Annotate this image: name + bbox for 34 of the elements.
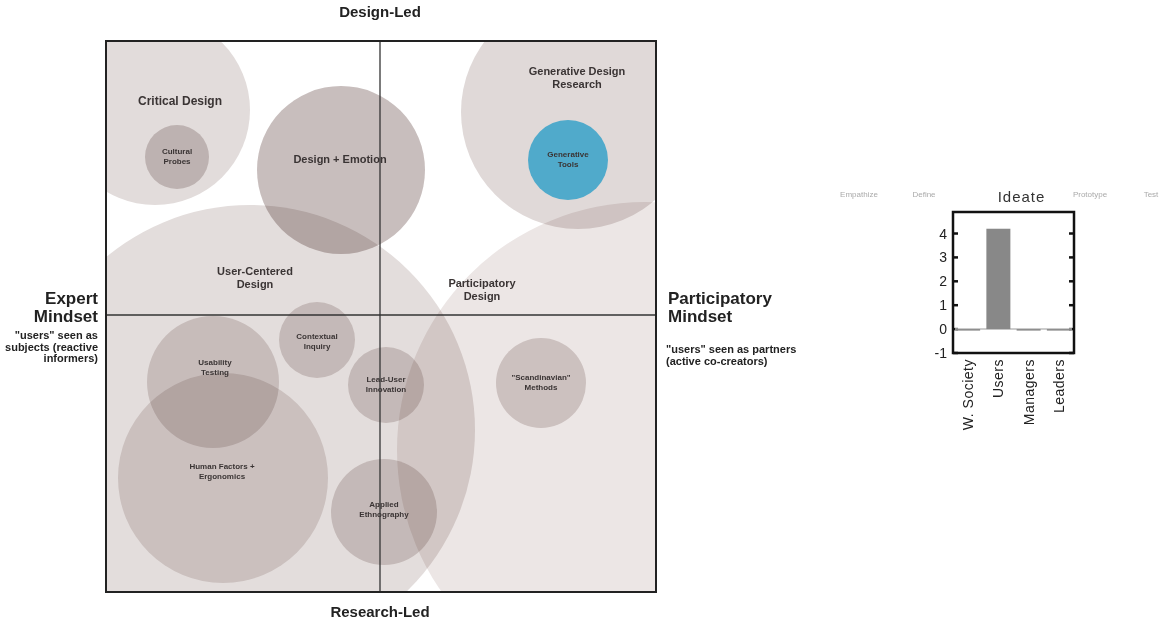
chart-title: Ideate — [997, 188, 1046, 205]
mindset-description: "users" seen as subjects (reactive informers) — [4, 330, 98, 365]
axis-label: Design-Led — [338, 4, 422, 20]
bubble-label: Critical Design — [137, 93, 223, 109]
bubble-label: User-Centered Design — [216, 264, 294, 292]
step-label: Prototype — [1071, 191, 1109, 200]
bubble-label: Generative Design Research — [527, 64, 627, 92]
bubble-label: Contextual Inquiry — [295, 332, 339, 352]
tick-label: 2 — [939, 273, 947, 290]
category-label: Leaders — [1050, 359, 1067, 414]
tick-label: -1 — [934, 345, 947, 361]
tick-label: 0 — [939, 321, 947, 338]
axis-label: Research-Led — [329, 604, 431, 620]
bubble-label: Usability Testing — [197, 358, 233, 378]
bubble-label: Cultural Probes — [160, 147, 194, 167]
tick-label: 4 — [939, 225, 947, 242]
mindset-heading: Participatory Mindset — [668, 290, 773, 326]
step-label: Define — [911, 191, 937, 200]
bubble-label: Participatory Design — [447, 276, 517, 304]
topic-bubble — [145, 125, 209, 189]
category-label: Managers — [1020, 359, 1037, 426]
category-label: Users — [990, 359, 1007, 399]
step-label: Test — [1142, 191, 1160, 200]
topic-bubble — [107, 42, 250, 205]
mindset-heading: Expert Mindset — [32, 290, 98, 326]
bubble-label: Generative Tools — [546, 150, 590, 170]
bubble-label: "Scandinavian" Methods — [510, 373, 572, 393]
mindset-description: "users" seen as partners (active co-creators) — [666, 344, 798, 368]
topic-bubble — [528, 120, 608, 200]
bubble-label: Human Factors + Ergonomics — [188, 462, 256, 482]
tick-label: 1 — [939, 297, 947, 314]
category-label: W. Society — [960, 359, 977, 431]
tick-label: 3 — [939, 249, 947, 266]
step-label: Empathize — [839, 191, 879, 200]
